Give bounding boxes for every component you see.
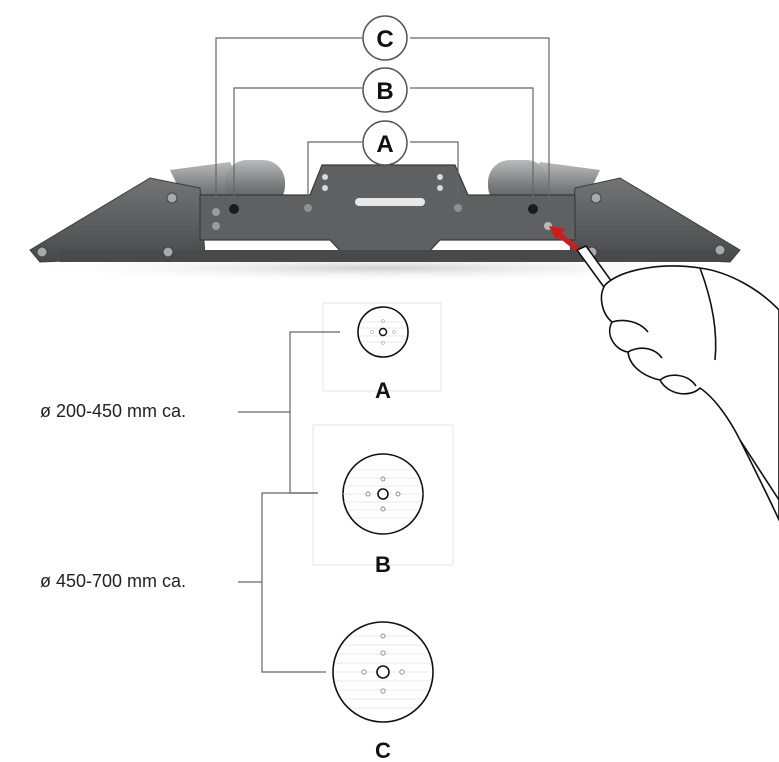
callout-label-b: B bbox=[376, 78, 393, 105]
range-label-large: ø 450-700 mm ca. bbox=[40, 571, 187, 591]
reel-b-frame bbox=[312, 424, 454, 566]
mounting-holes bbox=[212, 174, 552, 230]
hand-with-pen-icon bbox=[576, 245, 779, 521]
range-brackets bbox=[238, 331, 340, 673]
reel-a-label: A bbox=[375, 378, 391, 403]
callout-label-c: C bbox=[376, 26, 393, 53]
reel-b bbox=[342, 453, 424, 535]
range-label-small: ø 200-450 mm ca. bbox=[40, 401, 187, 421]
callout-circle-b: B bbox=[362, 67, 408, 113]
reel-c-label: C bbox=[375, 738, 391, 762]
callout-label-a: A bbox=[376, 131, 393, 158]
position-callouts bbox=[215, 37, 550, 205]
red-arrow-icon bbox=[549, 226, 581, 253]
callout-circle-c: C bbox=[362, 15, 408, 61]
reel-a bbox=[357, 306, 409, 358]
reel-b-label: B bbox=[375, 552, 391, 577]
callout-circle-a: A bbox=[362, 120, 408, 166]
left-arm bbox=[29, 177, 206, 263]
reel-stand bbox=[10, 160, 750, 282]
center-plate bbox=[199, 164, 576, 257]
reel-c bbox=[332, 621, 434, 723]
reel-a-frame bbox=[322, 302, 442, 392]
